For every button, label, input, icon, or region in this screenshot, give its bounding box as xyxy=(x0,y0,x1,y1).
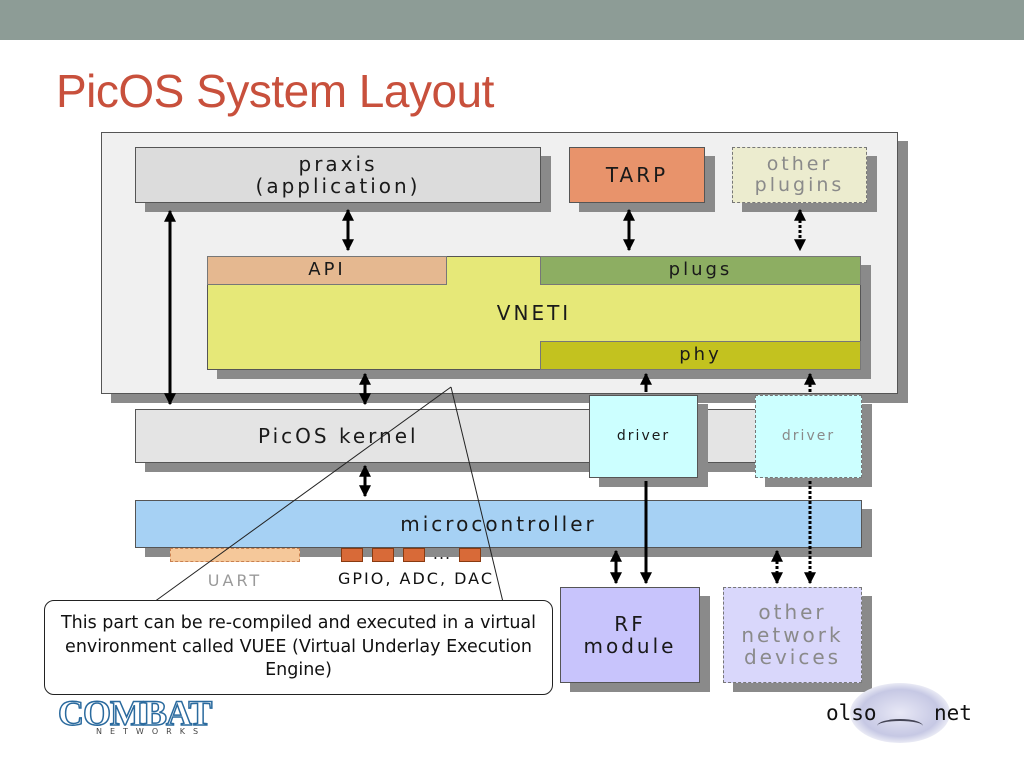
kernel-label: PicOS kernel xyxy=(258,423,419,448)
other-devices-label-1: other xyxy=(758,600,827,625)
combat-networks-logo: COMBAT NETWORKS xyxy=(57,692,228,743)
driver-label: driver xyxy=(616,427,671,444)
rf-label-2: module xyxy=(583,634,677,658)
phy-label: phy xyxy=(679,344,722,366)
uart-label: UART xyxy=(207,571,263,590)
combat-subtitle: NETWORKS xyxy=(96,727,207,736)
praxis-label: praxis xyxy=(298,151,378,176)
api-label: API xyxy=(308,259,346,281)
plugs-label: plugs xyxy=(668,259,733,281)
other-plugins-label-1: other xyxy=(766,152,833,175)
gpio-pin xyxy=(403,548,425,562)
plugs-block: plugs xyxy=(540,256,861,285)
driver-block: driver xyxy=(589,395,698,478)
other-network-devices-block: other network devices xyxy=(723,587,862,683)
swirl-icon xyxy=(850,683,950,743)
microcontroller-label: microcontroller xyxy=(400,511,597,536)
callout-text: This part can be re-compiled and execute… xyxy=(60,613,537,681)
praxis-sublabel: (application) xyxy=(255,174,421,198)
microcontroller-block: microcontroller xyxy=(135,500,862,548)
other-plugins-block: other plugins xyxy=(732,147,867,203)
gpio-adc-dac-label: GPIO, ADC, DAC xyxy=(337,569,494,588)
praxis-application-block: praxis (application) xyxy=(135,147,541,203)
olsonet-wordmark-right: net xyxy=(934,701,972,725)
top-bar xyxy=(0,0,1024,40)
other-plugins-label-2: plugins xyxy=(754,174,845,196)
other-devices-label-3: devices xyxy=(743,645,842,670)
olsonet-wordmark-left: olso xyxy=(826,701,877,725)
rf-module-block: RF module xyxy=(560,587,700,683)
optional-driver-block: driver xyxy=(755,395,862,478)
gpio-pin xyxy=(341,548,363,562)
tarp-block: TARP xyxy=(569,147,705,203)
rf-label-1: RF xyxy=(614,611,646,636)
picos-kernel-block: PicOS kernel xyxy=(135,409,862,463)
vuee-callout: This part can be re-compiled and execute… xyxy=(44,600,553,695)
other-devices-label-2: network xyxy=(741,622,844,647)
olsonet-logo: olso net xyxy=(822,683,972,745)
swirl-line-icon xyxy=(877,719,923,733)
gpio-pin xyxy=(372,548,394,562)
phy-block: phy xyxy=(540,341,861,370)
vneti-label: VNETI xyxy=(496,300,572,325)
api-block: API xyxy=(207,256,447,285)
optional-driver-label: driver xyxy=(781,427,836,444)
tarp-label: TARP xyxy=(605,162,669,187)
page-title: PicOS System Layout xyxy=(56,65,494,117)
combat-wordmark: COMBAT xyxy=(57,692,213,734)
gpio-pin xyxy=(459,548,481,562)
pins-ellipsis: ... xyxy=(432,544,452,563)
uart-pin-block xyxy=(170,548,300,562)
